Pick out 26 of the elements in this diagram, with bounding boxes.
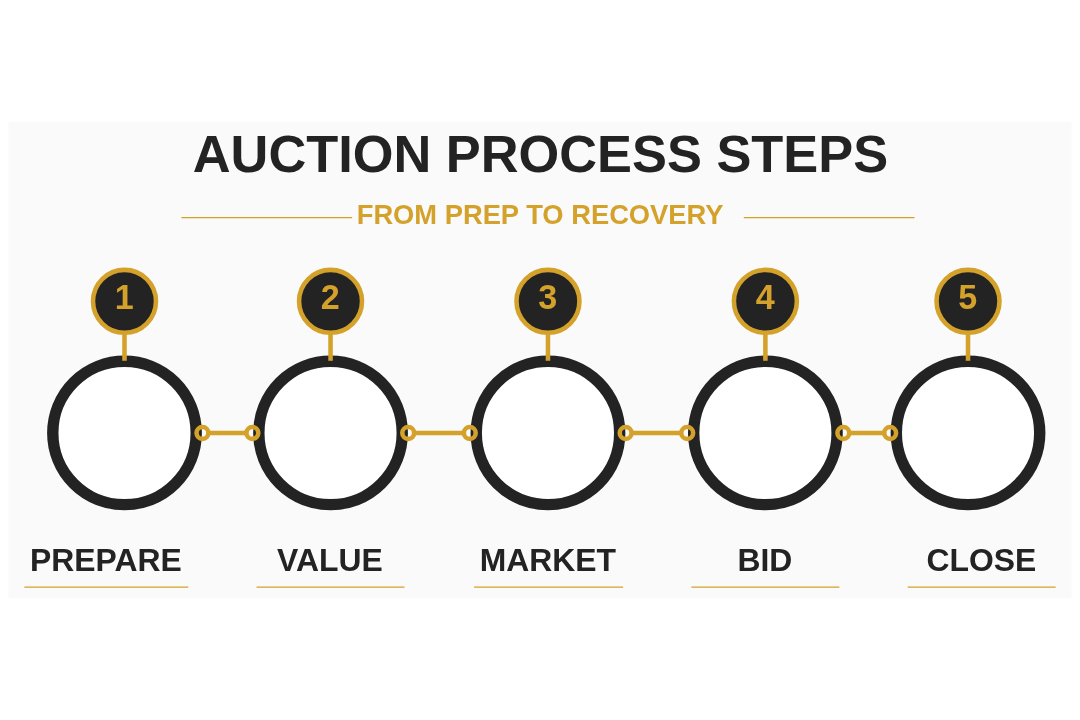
node-circle [890, 355, 1046, 511]
node-circle [47, 355, 202, 511]
node-label: PREPARE [30, 541, 182, 578]
node-label: CLOSE [926, 541, 1037, 578]
label: FROM PREP TO RECOVERY [356, 198, 724, 230]
connector [835, 424, 899, 442]
node-label: VALUE [277, 541, 383, 578]
connector [328, 332, 333, 361]
connector [763, 332, 768, 361]
node-circle: 1 [90, 267, 159, 336]
node-circle [470, 355, 626, 511]
connector [400, 424, 478, 442]
node-circle: 5 [934, 267, 1002, 336]
node-circle: 3 [514, 267, 582, 336]
node-label: MARKET [479, 541, 616, 578]
connector [965, 332, 971, 361]
connector [194, 424, 261, 442]
node-circle: 2 [296, 267, 365, 336]
diagram-title: AUCTION PROCESS STEPS [192, 124, 889, 183]
connector [122, 332, 127, 361]
node-label: BID [737, 541, 793, 578]
node-circle [688, 355, 843, 511]
connector [545, 332, 551, 361]
node-circle [253, 355, 408, 511]
node-circle: 4 [731, 267, 800, 336]
connector [617, 424, 696, 442]
